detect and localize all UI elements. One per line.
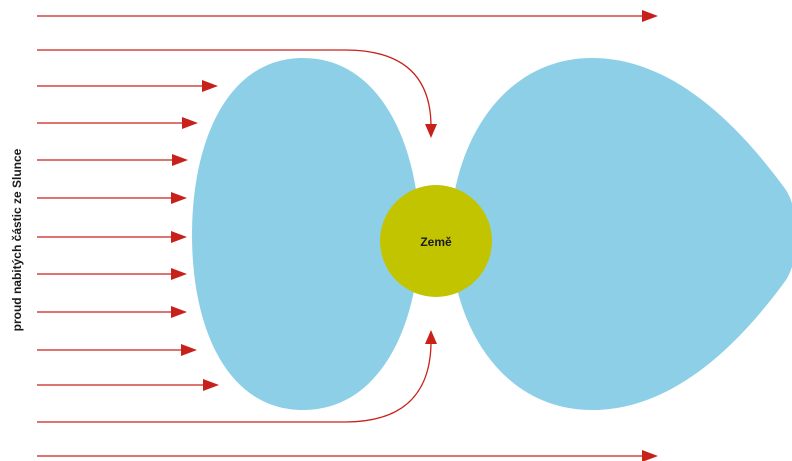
earth-label: Země: [420, 235, 452, 249]
solar-wind-arrows: [37, 15, 645, 457]
arrowhead-9-icon: [203, 379, 219, 391]
earth-circle: [380, 185, 492, 297]
arrowhead-6-icon: [171, 268, 187, 280]
arrowhead-2-icon: [182, 117, 198, 129]
nightside-magnetosphere: [450, 58, 792, 410]
arrowhead-top-icon: [642, 10, 658, 22]
arrowhead-bottom-icon: [642, 450, 658, 461]
triangle-arrowhead-icons: [171, 10, 658, 461]
arrowhead-curved-upper-icon: [425, 124, 437, 138]
arrowhead-4-icon: [171, 192, 187, 204]
arrowhead-3-icon: [172, 154, 188, 166]
arrowhead-8-icon: [181, 344, 197, 356]
arrowhead-7-icon: [171, 306, 187, 318]
solar-wind-arrow-curved-upper: [37, 49, 432, 125]
solar-wind-label: proud nabitých částic ze Slunce: [10, 148, 24, 332]
arrowhead-5-icon: [171, 231, 187, 243]
arrowhead-1-icon: [202, 80, 218, 92]
solar-wind-arrow-curved-lower: [37, 343, 432, 423]
dayside-magnetosphere: [192, 58, 420, 410]
arrowhead-curved-lower-icon: [425, 330, 437, 344]
